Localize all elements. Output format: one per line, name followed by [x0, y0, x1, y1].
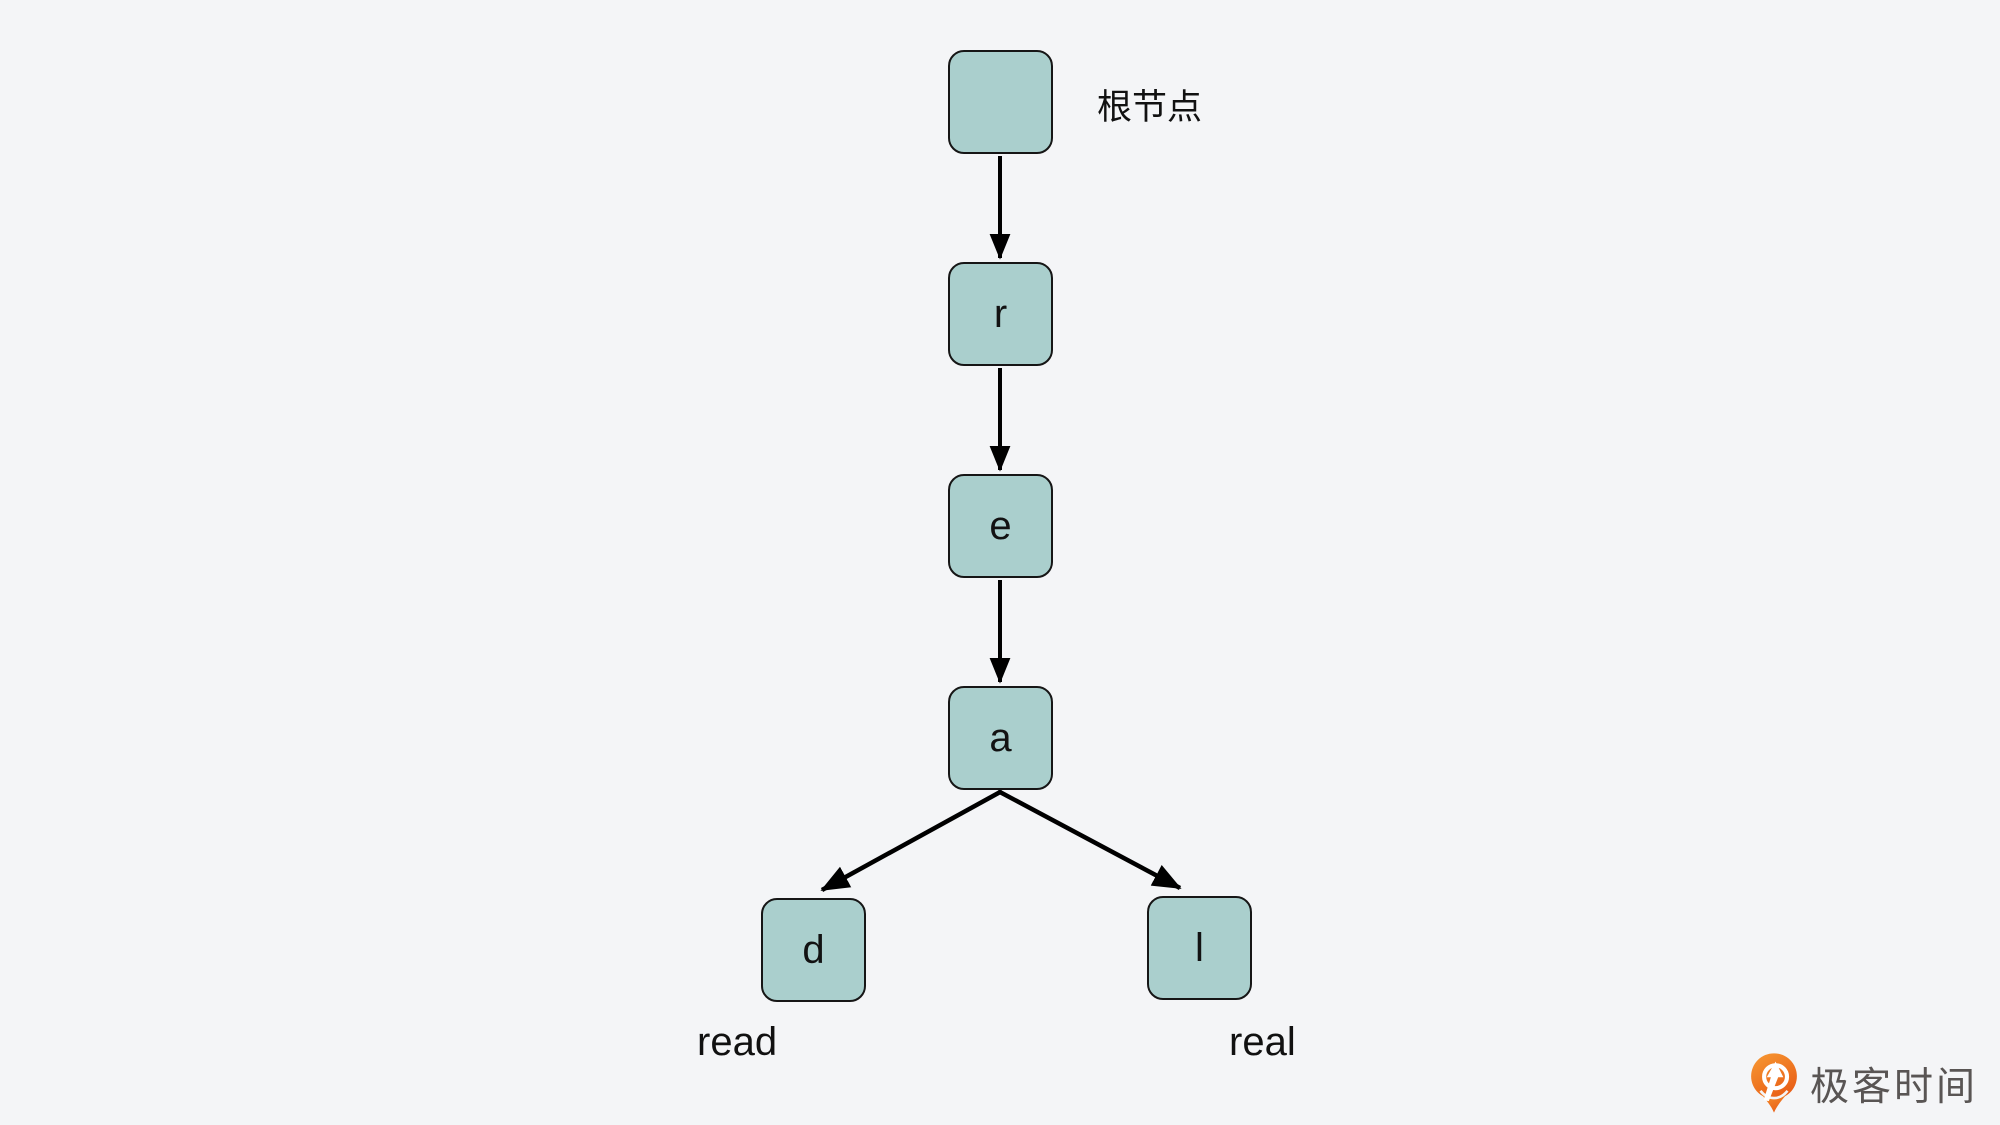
trie-node-e: e	[948, 474, 1053, 578]
edge-a-l	[996, 789, 1182, 890]
trie-node-a: a	[948, 686, 1053, 790]
trie-node-root	[948, 50, 1053, 154]
root-node-annotation: 根节点	[1097, 88, 1203, 127]
edge-a-d	[820, 789, 1004, 892]
word-label-real: real	[1229, 1020, 1296, 1064]
trie-node-d: d	[761, 898, 866, 1002]
word-label-read: read	[697, 1020, 778, 1064]
geektime-logo-text: 极客时间	[1810, 1066, 1979, 1109]
trie-node-r: r	[948, 262, 1053, 366]
geektime-logo-icon	[1751, 1053, 1797, 1113]
geektime-watermark: 极客时间	[1748, 1052, 1978, 1116]
trie-node-l: l	[1147, 896, 1252, 1000]
